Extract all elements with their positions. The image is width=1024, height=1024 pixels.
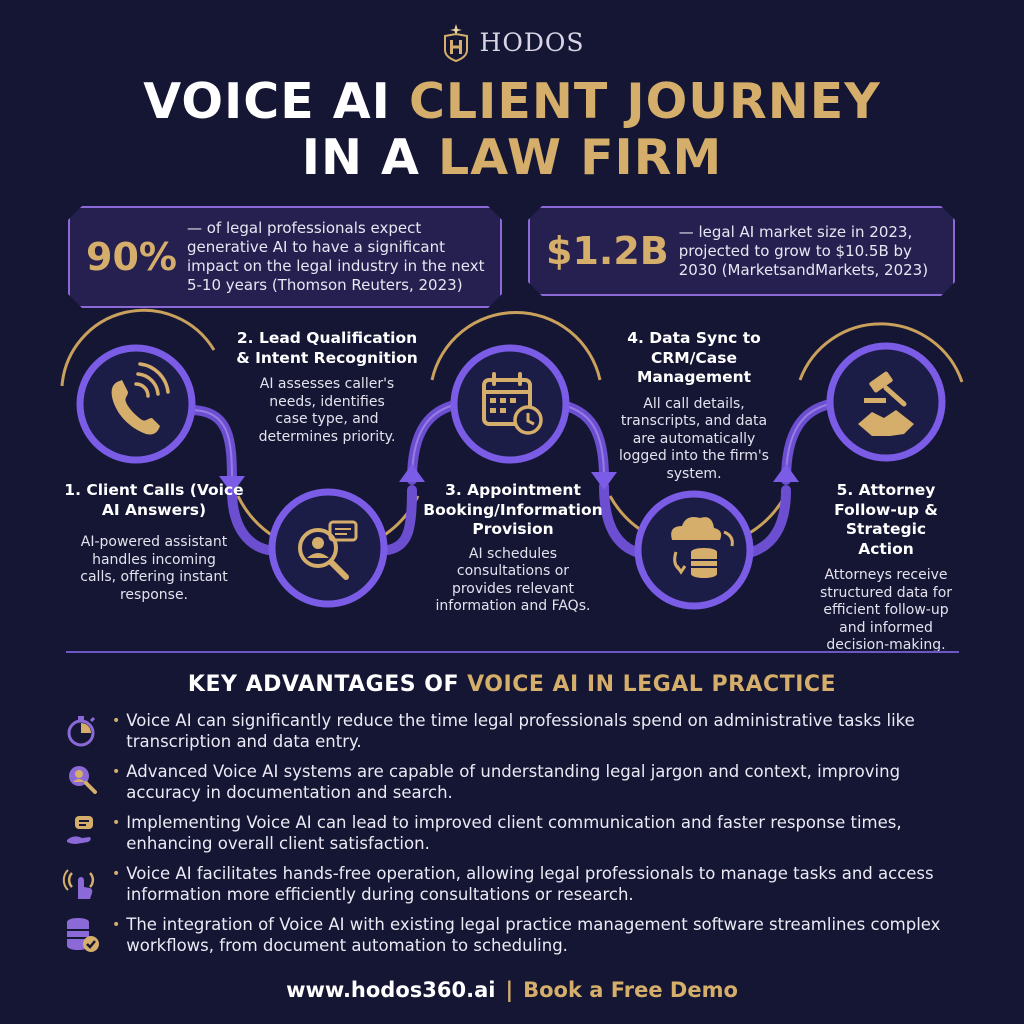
step-title: 1. Client Calls (Voice AI Answers)	[64, 481, 244, 519]
advantages-heading: KEY ADVANTAGES OF VOICE AI IN LEGAL PRAC…	[0, 672, 1024, 697]
book-demo-link[interactable]: Book a Free Demo	[523, 978, 738, 1002]
step-title: 4. Data Sync to CRM/Case Management	[627, 329, 761, 386]
advantage-text: Voice AI facilitates hands-free operatio…	[126, 864, 934, 904]
magnifier-chat-icon	[268, 488, 388, 608]
advantages-heading-white: KEY ADVANTAGES OF	[187, 672, 459, 697]
stat-text: — of legal professionals expect generati…	[186, 219, 485, 294]
phone-icon	[76, 344, 196, 464]
gavel-handshake-icon	[826, 342, 946, 462]
step-5: 5. Attorney Follow-up & Strategic Action…	[806, 481, 966, 655]
section-divider	[66, 651, 959, 653]
step-1: 1. Client Calls (Voice AI Answers) AI-po…	[54, 481, 254, 604]
stat-figure: $1.2B	[546, 229, 669, 273]
step-desc: AI assesses caller's needs, identifies c…	[258, 376, 396, 445]
step-title: 3. Appointment Booking/Information Provi…	[423, 481, 603, 538]
advantages-heading-gold: VOICE AI IN LEGAL PRACTICE	[467, 672, 837, 697]
title-line1-white: VOICE AI	[143, 73, 391, 130]
bullet: •	[112, 713, 121, 729]
step-desc: AI schedules consultations or provides r…	[435, 545, 591, 615]
title-line2-white: IN A	[301, 129, 420, 186]
arrow-up-2	[399, 464, 425, 482]
arrow-up-4	[773, 464, 799, 482]
brand: HODOS	[0, 22, 1024, 62]
stat-card-adoption: 90% — of legal professionals expect gene…	[68, 206, 502, 308]
step-title: 2. Lead Qualification & Intent Recogniti…	[236, 329, 418, 367]
advantage-text: The integration of Voice AI with existin…	[126, 915, 941, 955]
page-title: VOICE AI CLIENT JOURNEY IN A LAW FIRM	[0, 74, 1024, 186]
advantage-text: Implementing Voice AI can lead to improv…	[126, 813, 902, 853]
list-item: • Advanced Voice AI systems are capable …	[62, 761, 962, 812]
list-item: • The integration of Voice AI with exist…	[62, 914, 962, 965]
bullet: •	[112, 815, 121, 831]
cloud-sync-icon	[634, 490, 754, 610]
brand-name: HODOS	[479, 27, 585, 57]
website-link[interactable]: www.hodos360.ai	[286, 978, 496, 1002]
list-item: • Implementing Voice AI can lead to impr…	[62, 812, 962, 863]
step-3: 3. Appointment Booking/Information Provi…	[420, 481, 606, 616]
hand-wave-icon	[62, 869, 95, 899]
advantages-list: • Voice AI can significantly reduce the …	[62, 710, 962, 965]
step-4: 4. Data Sync to CRM/Case Management All …	[614, 329, 774, 483]
bullet: •	[112, 917, 121, 933]
list-item: • Voice AI can significantly reduce the …	[62, 710, 962, 761]
step-2: 2. Lead Qualification & Intent Recogniti…	[232, 329, 422, 446]
stat-figure: 90%	[86, 235, 177, 279]
step-title: 5. Attorney Follow-up & Strategic Action	[834, 481, 938, 558]
journey-path	[60, 308, 964, 610]
search-person-icon	[69, 766, 97, 794]
list-item: • Voice AI facilitates hands-free operat…	[62, 863, 962, 914]
advantage-text: Advanced Voice AI systems are capable of…	[126, 762, 901, 802]
database-check-icon	[67, 918, 99, 952]
footer: www.hodos360.ai | Book a Free Demo	[0, 978, 1024, 1002]
step-desc: All call details, transcripts, and data …	[619, 395, 769, 482]
footer-separator: |	[505, 978, 514, 1002]
chat-hand-icon	[67, 816, 93, 844]
arrow-down-1	[219, 476, 245, 494]
stat-text: — legal AI market size in 2023, projecte…	[678, 222, 929, 279]
step-desc: AI-powered assistant handles incoming ca…	[80, 534, 228, 603]
stopwatch-icon	[67, 716, 96, 747]
title-line1-gold: CLIENT JOURNEY	[408, 73, 881, 130]
shield-h-logo-icon	[443, 24, 468, 62]
bullet: •	[112, 764, 121, 780]
advantage-text: Voice AI can significantly reduce the ti…	[126, 711, 915, 751]
stat-card-market: $1.2B — legal AI market size in 2023, pr…	[528, 206, 955, 296]
step-desc: Attorneys receive structured data for ef…	[819, 567, 953, 653]
arrow-down-3	[591, 472, 617, 490]
calendar-clock-icon	[450, 344, 570, 464]
bullet: •	[112, 866, 121, 882]
title-line2-gold: LAW FIRM	[438, 129, 723, 186]
